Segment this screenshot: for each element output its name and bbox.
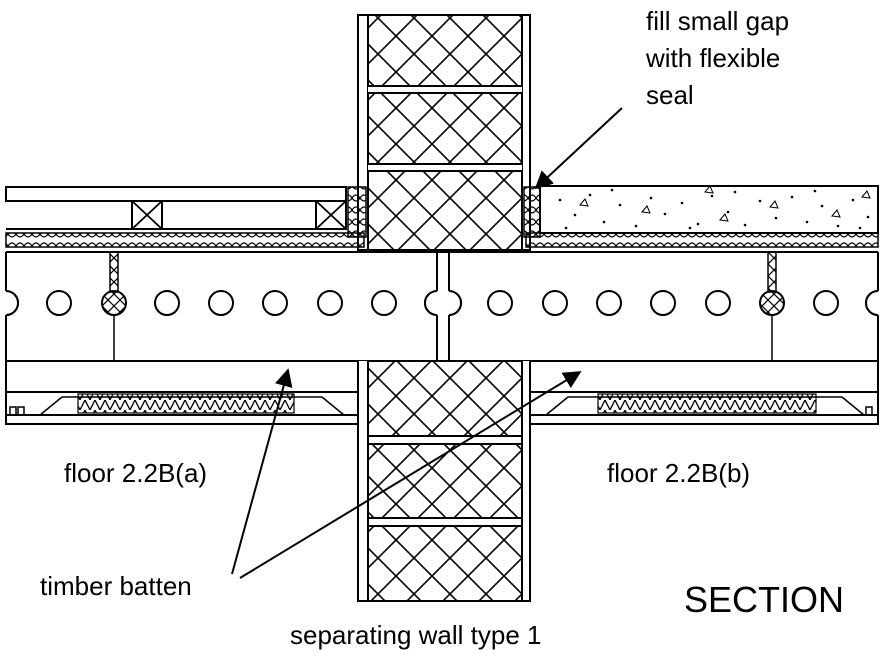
floor-right-label: floor 2.2B(b) bbox=[607, 458, 751, 488]
resilient-layer-right bbox=[525, 232, 879, 248]
separating-wall-lower bbox=[357, 360, 531, 602]
left-floor-deck bbox=[5, 186, 347, 230]
seal-leader-arrow bbox=[534, 107, 623, 190]
seal-callout-label: fill small gap with flexible seal bbox=[646, 3, 789, 114]
screed-layer bbox=[539, 185, 879, 234]
timber-batten-right bbox=[315, 200, 347, 230]
ceiling-insulation-left bbox=[77, 393, 295, 414]
floor-left-label: floor 2.2B(a) bbox=[64, 458, 208, 488]
timber-batten-left bbox=[131, 200, 163, 230]
separating-wall-upper bbox=[357, 14, 531, 251]
seal-callout-line-2: with flexible bbox=[646, 43, 781, 73]
hollowcore-slab bbox=[0, 250, 886, 362]
ceiling-insulation-right bbox=[597, 393, 817, 414]
batten-leader-left bbox=[231, 368, 293, 575]
separating-wall-label: separating wall type 1 bbox=[290, 620, 542, 650]
seal-callout-line-3: seal bbox=[646, 80, 694, 110]
resilient-layer-left bbox=[5, 232, 365, 248]
flexible-seal-left bbox=[347, 186, 367, 238]
batten-leader-right bbox=[239, 371, 582, 579]
flexible-seal-right bbox=[523, 186, 541, 238]
seal-callout-line-1: fill small gap bbox=[646, 6, 790, 36]
section-label: SECTION bbox=[684, 579, 845, 620]
timber-batten-label: timber batten bbox=[40, 571, 192, 601]
